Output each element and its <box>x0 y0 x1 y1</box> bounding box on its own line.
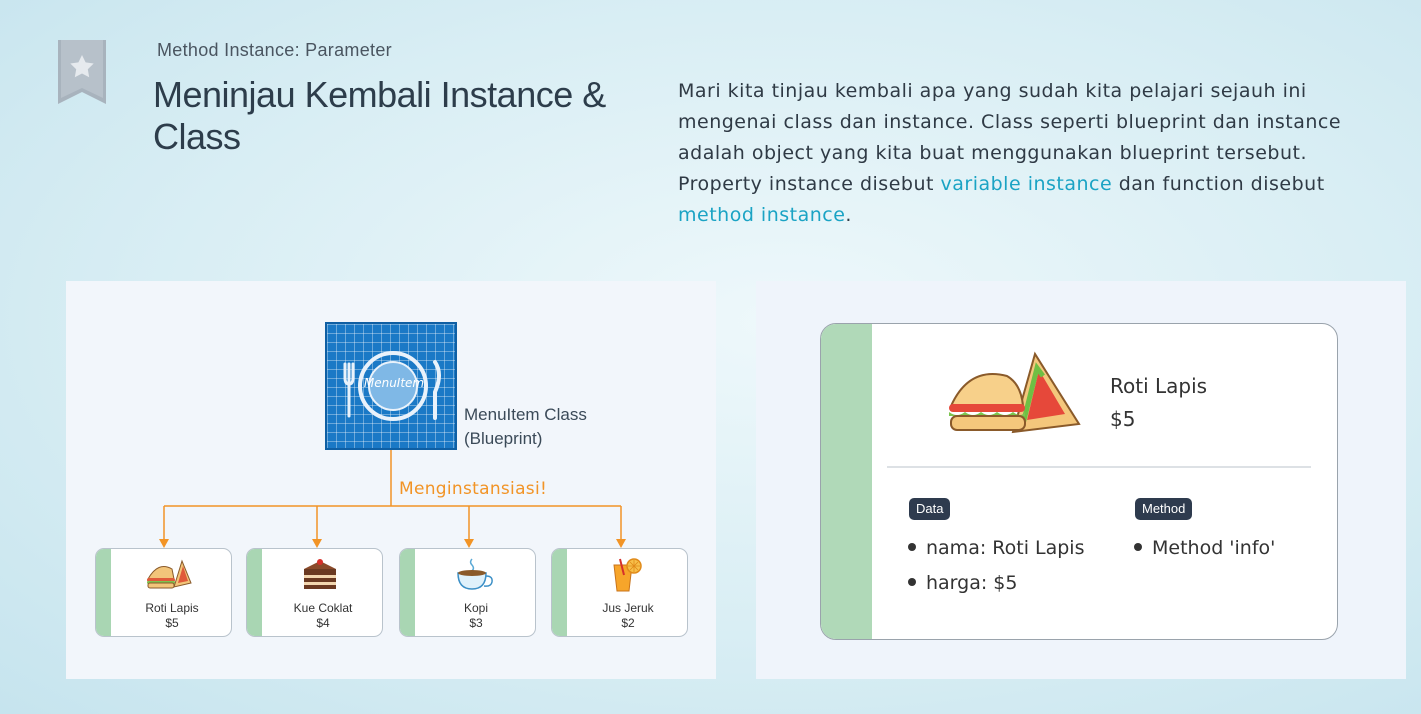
orange-juice-icon <box>613 558 642 592</box>
class-caption-line2: (Blueprint) <box>464 429 543 448</box>
detail-price: $5 <box>1110 407 1136 431</box>
method-instance-link[interactable]: method instance <box>678 204 846 226</box>
instance-card-kopi: Kopi $3 <box>399 548 536 637</box>
card-price: $2 <box>621 616 635 630</box>
class-diagram-panel: MenuItem MenuItem Class (Blueprint) Meng… <box>66 281 716 679</box>
card-name: Jus Jeruk <box>602 601 654 615</box>
method-badge: Method <box>1135 498 1193 520</box>
class-caption: MenuItem Class (Blueprint) <box>464 403 587 451</box>
bookmark-icon[interactable] <box>58 40 106 104</box>
card-stripe <box>96 549 111 636</box>
instance-card-roti-lapis: Roti Lapis $5 <box>95 548 232 637</box>
method-item-info: Method 'info' <box>1134 537 1275 559</box>
intro-text-3: . <box>845 204 852 226</box>
instance-detail-panel: Roti Lapis $5 Data Method nama: Roti Lap… <box>756 281 1406 679</box>
variable-instance-link[interactable]: variable instance <box>940 173 1113 195</box>
sandwich-icon <box>147 559 192 589</box>
instantiate-label: Menginstansiasi! <box>399 479 548 499</box>
instance-card-kue-coklat: Kue Coklat $4 <box>246 548 383 637</box>
detail-name: Roti Lapis <box>1110 374 1208 398</box>
card-stripe <box>821 324 872 639</box>
plate-cutlery-icon <box>343 351 441 421</box>
intro-paragraph: Mari kita tinjau kembali apa yang sudah … <box>678 76 1368 231</box>
card-price: $4 <box>316 616 330 630</box>
data-item-nama: nama: Roti Lapis <box>908 537 1085 559</box>
instance-detail-card: Roti Lapis $5 Data Method nama: Roti Lap… <box>820 323 1338 640</box>
page-title: Meninjau Kembali Instance & Class <box>153 74 606 157</box>
card-price: $3 <box>469 616 483 630</box>
blueprint-image: MenuItem <box>325 322 457 450</box>
data-item-harga: harga: $5 <box>908 572 1017 594</box>
data-badge: Data <box>909 498 951 520</box>
intro-text-1: Mari kita tinjau kembali apa yang sudah … <box>678 80 1342 195</box>
intro-text-2: dan function disebut <box>1112 173 1325 195</box>
card-name: Roti Lapis <box>145 601 199 615</box>
coffee-cup-icon <box>457 558 493 590</box>
card-stripe <box>400 549 415 636</box>
divider <box>887 466 1311 468</box>
chocolate-cake-icon <box>304 559 336 589</box>
card-name: Kopi <box>463 601 489 615</box>
instantiation-arrows <box>159 450 626 548</box>
sandwich-icon <box>949 351 1081 434</box>
blueprint-label: MenuItem <box>363 376 425 390</box>
card-name: Kue Coklat <box>293 601 353 615</box>
card-stripe <box>552 549 567 636</box>
instance-card-jus-jeruk: Jus Jeruk $2 <box>551 548 688 637</box>
card-stripe <box>247 549 262 636</box>
class-caption-line1: MenuItem Class <box>464 405 587 424</box>
lesson-subtitle: Method Instance: Parameter <box>157 40 392 60</box>
card-price: $5 <box>165 616 179 630</box>
